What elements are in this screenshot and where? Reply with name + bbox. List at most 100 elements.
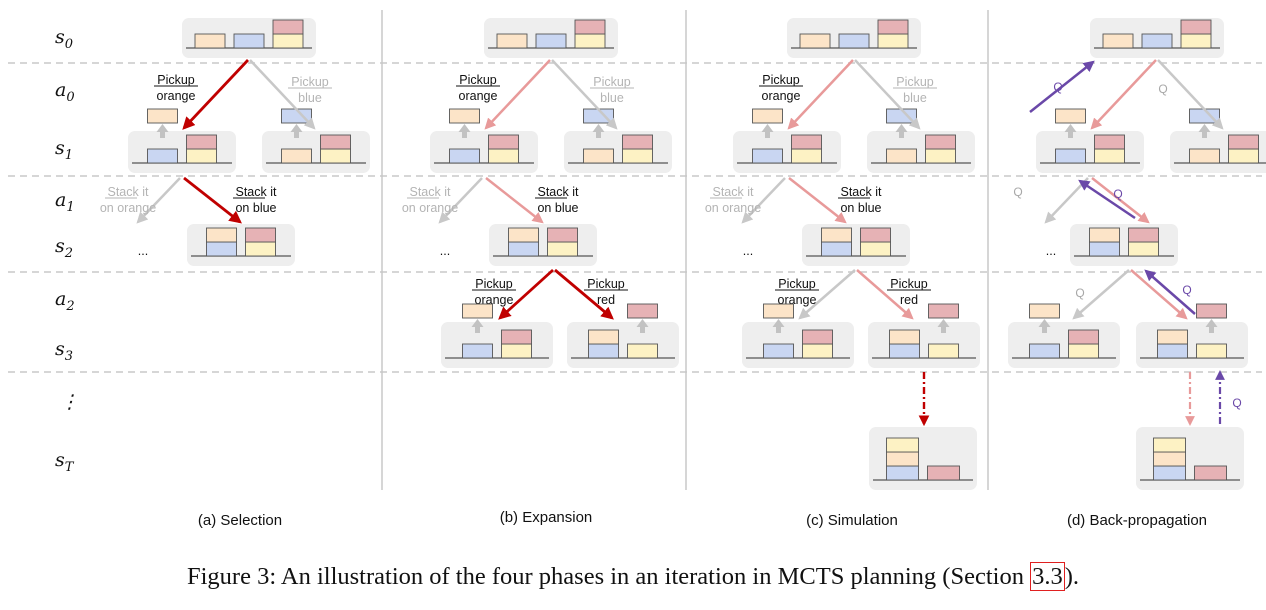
q-value-label: Q	[1232, 396, 1241, 410]
held-block	[763, 303, 794, 319]
block	[877, 33, 909, 49]
block	[1141, 33, 1173, 49]
root-state	[182, 18, 316, 58]
action-label-pickup: Pickup	[890, 277, 928, 291]
action-object-label: orange	[475, 293, 514, 307]
block	[501, 329, 532, 345]
grid-lines	[8, 10, 1262, 490]
lift-arrow-icon	[1198, 124, 1211, 138]
block	[886, 465, 919, 481]
held-block	[147, 108, 178, 124]
edge-arrow-red	[183, 176, 242, 224]
state-background	[567, 322, 679, 368]
action-object-label: orange	[778, 293, 817, 307]
edge-arrow-light	[485, 177, 544, 224]
state-background	[441, 322, 553, 368]
block	[763, 343, 794, 359]
held-block	[1029, 303, 1060, 319]
lift-arrow-icon	[761, 124, 774, 138]
block	[802, 329, 833, 345]
held-block	[449, 108, 480, 124]
block	[821, 227, 852, 243]
action-label-pickup: Pickup	[475, 277, 513, 291]
block	[1094, 148, 1125, 164]
edge-arrow-light	[788, 177, 847, 224]
row-label-s1: s1	[55, 137, 73, 163]
action-label-pickup: Pickup	[593, 75, 631, 89]
edge-arrow-gray	[136, 177, 181, 224]
state-background	[489, 224, 597, 266]
held-block	[627, 303, 658, 319]
held-block	[1055, 108, 1086, 124]
action-object-label: on orange	[100, 201, 156, 215]
state-background	[1070, 224, 1178, 266]
action-label-stack: Stack it	[713, 185, 755, 199]
block	[627, 343, 658, 359]
row-label-s0: s0	[55, 26, 73, 52]
edge-arrow-light	[1091, 177, 1150, 224]
block	[588, 343, 619, 359]
block	[886, 451, 919, 467]
block	[1157, 329, 1188, 345]
q-value-label: Q	[1075, 286, 1084, 300]
block	[233, 33, 265, 49]
block	[622, 148, 653, 164]
state-left	[430, 108, 538, 173]
held-block	[462, 303, 493, 319]
block	[1180, 33, 1212, 49]
panel-content: PickuporangePickupbluePickuporangePickup…	[100, 18, 1266, 529]
block	[462, 343, 493, 359]
section-reference-link[interactable]: 3.3	[1030, 562, 1065, 591]
lift-arrow-icon	[471, 319, 484, 333]
edge-arrow-light	[787, 59, 854, 130]
lift-arrow-icon	[937, 319, 950, 333]
state-bp-child	[1008, 303, 1120, 368]
block	[1068, 343, 1099, 359]
panel-caption-simulation: (c) Simulation	[806, 512, 898, 529]
block	[838, 33, 870, 49]
block	[791, 148, 822, 164]
edge-arrow-purple	[1144, 269, 1196, 315]
held-block	[752, 108, 783, 124]
block	[1228, 148, 1259, 164]
state-bp-child	[1136, 303, 1248, 368]
block	[574, 33, 606, 49]
action-label-pickup: Pickup	[896, 75, 934, 89]
state-right	[564, 108, 672, 173]
panel-caption-selection: (a) Selection	[198, 512, 282, 529]
block	[1228, 134, 1259, 150]
state-sim-child	[742, 303, 854, 368]
held-block	[1196, 303, 1227, 319]
lift-arrow-icon	[1205, 319, 1218, 333]
block	[1189, 148, 1220, 164]
q-value-label: Q	[1053, 80, 1062, 94]
root-state	[787, 18, 921, 58]
lift-arrow-icon	[1038, 319, 1051, 333]
block	[886, 148, 917, 164]
block	[1089, 227, 1120, 243]
block	[1094, 134, 1125, 150]
block	[206, 227, 237, 243]
state-right	[262, 108, 370, 173]
action-label-stack: Stack it	[538, 185, 580, 199]
row-label-a2: a2	[55, 288, 75, 314]
action-label-pickup: Pickup	[762, 73, 800, 87]
lift-arrow-icon	[1064, 124, 1077, 138]
state-left	[733, 108, 841, 173]
state-background	[868, 322, 980, 368]
block	[927, 465, 960, 481]
block	[320, 134, 351, 150]
block	[588, 329, 619, 345]
panel-caption-expansion: (b) Expansion	[500, 509, 593, 526]
block	[501, 343, 532, 359]
block	[889, 329, 920, 345]
block	[583, 148, 614, 164]
block	[1128, 227, 1159, 243]
action-object-label: orange	[762, 89, 801, 103]
state-selected	[187, 224, 295, 266]
state-background	[802, 224, 910, 266]
state-background	[1008, 322, 1120, 368]
action-object-label: orange	[459, 89, 498, 103]
edge-arrow-gray	[1044, 177, 1089, 224]
row-label-vdots: ⋮	[60, 391, 79, 413]
